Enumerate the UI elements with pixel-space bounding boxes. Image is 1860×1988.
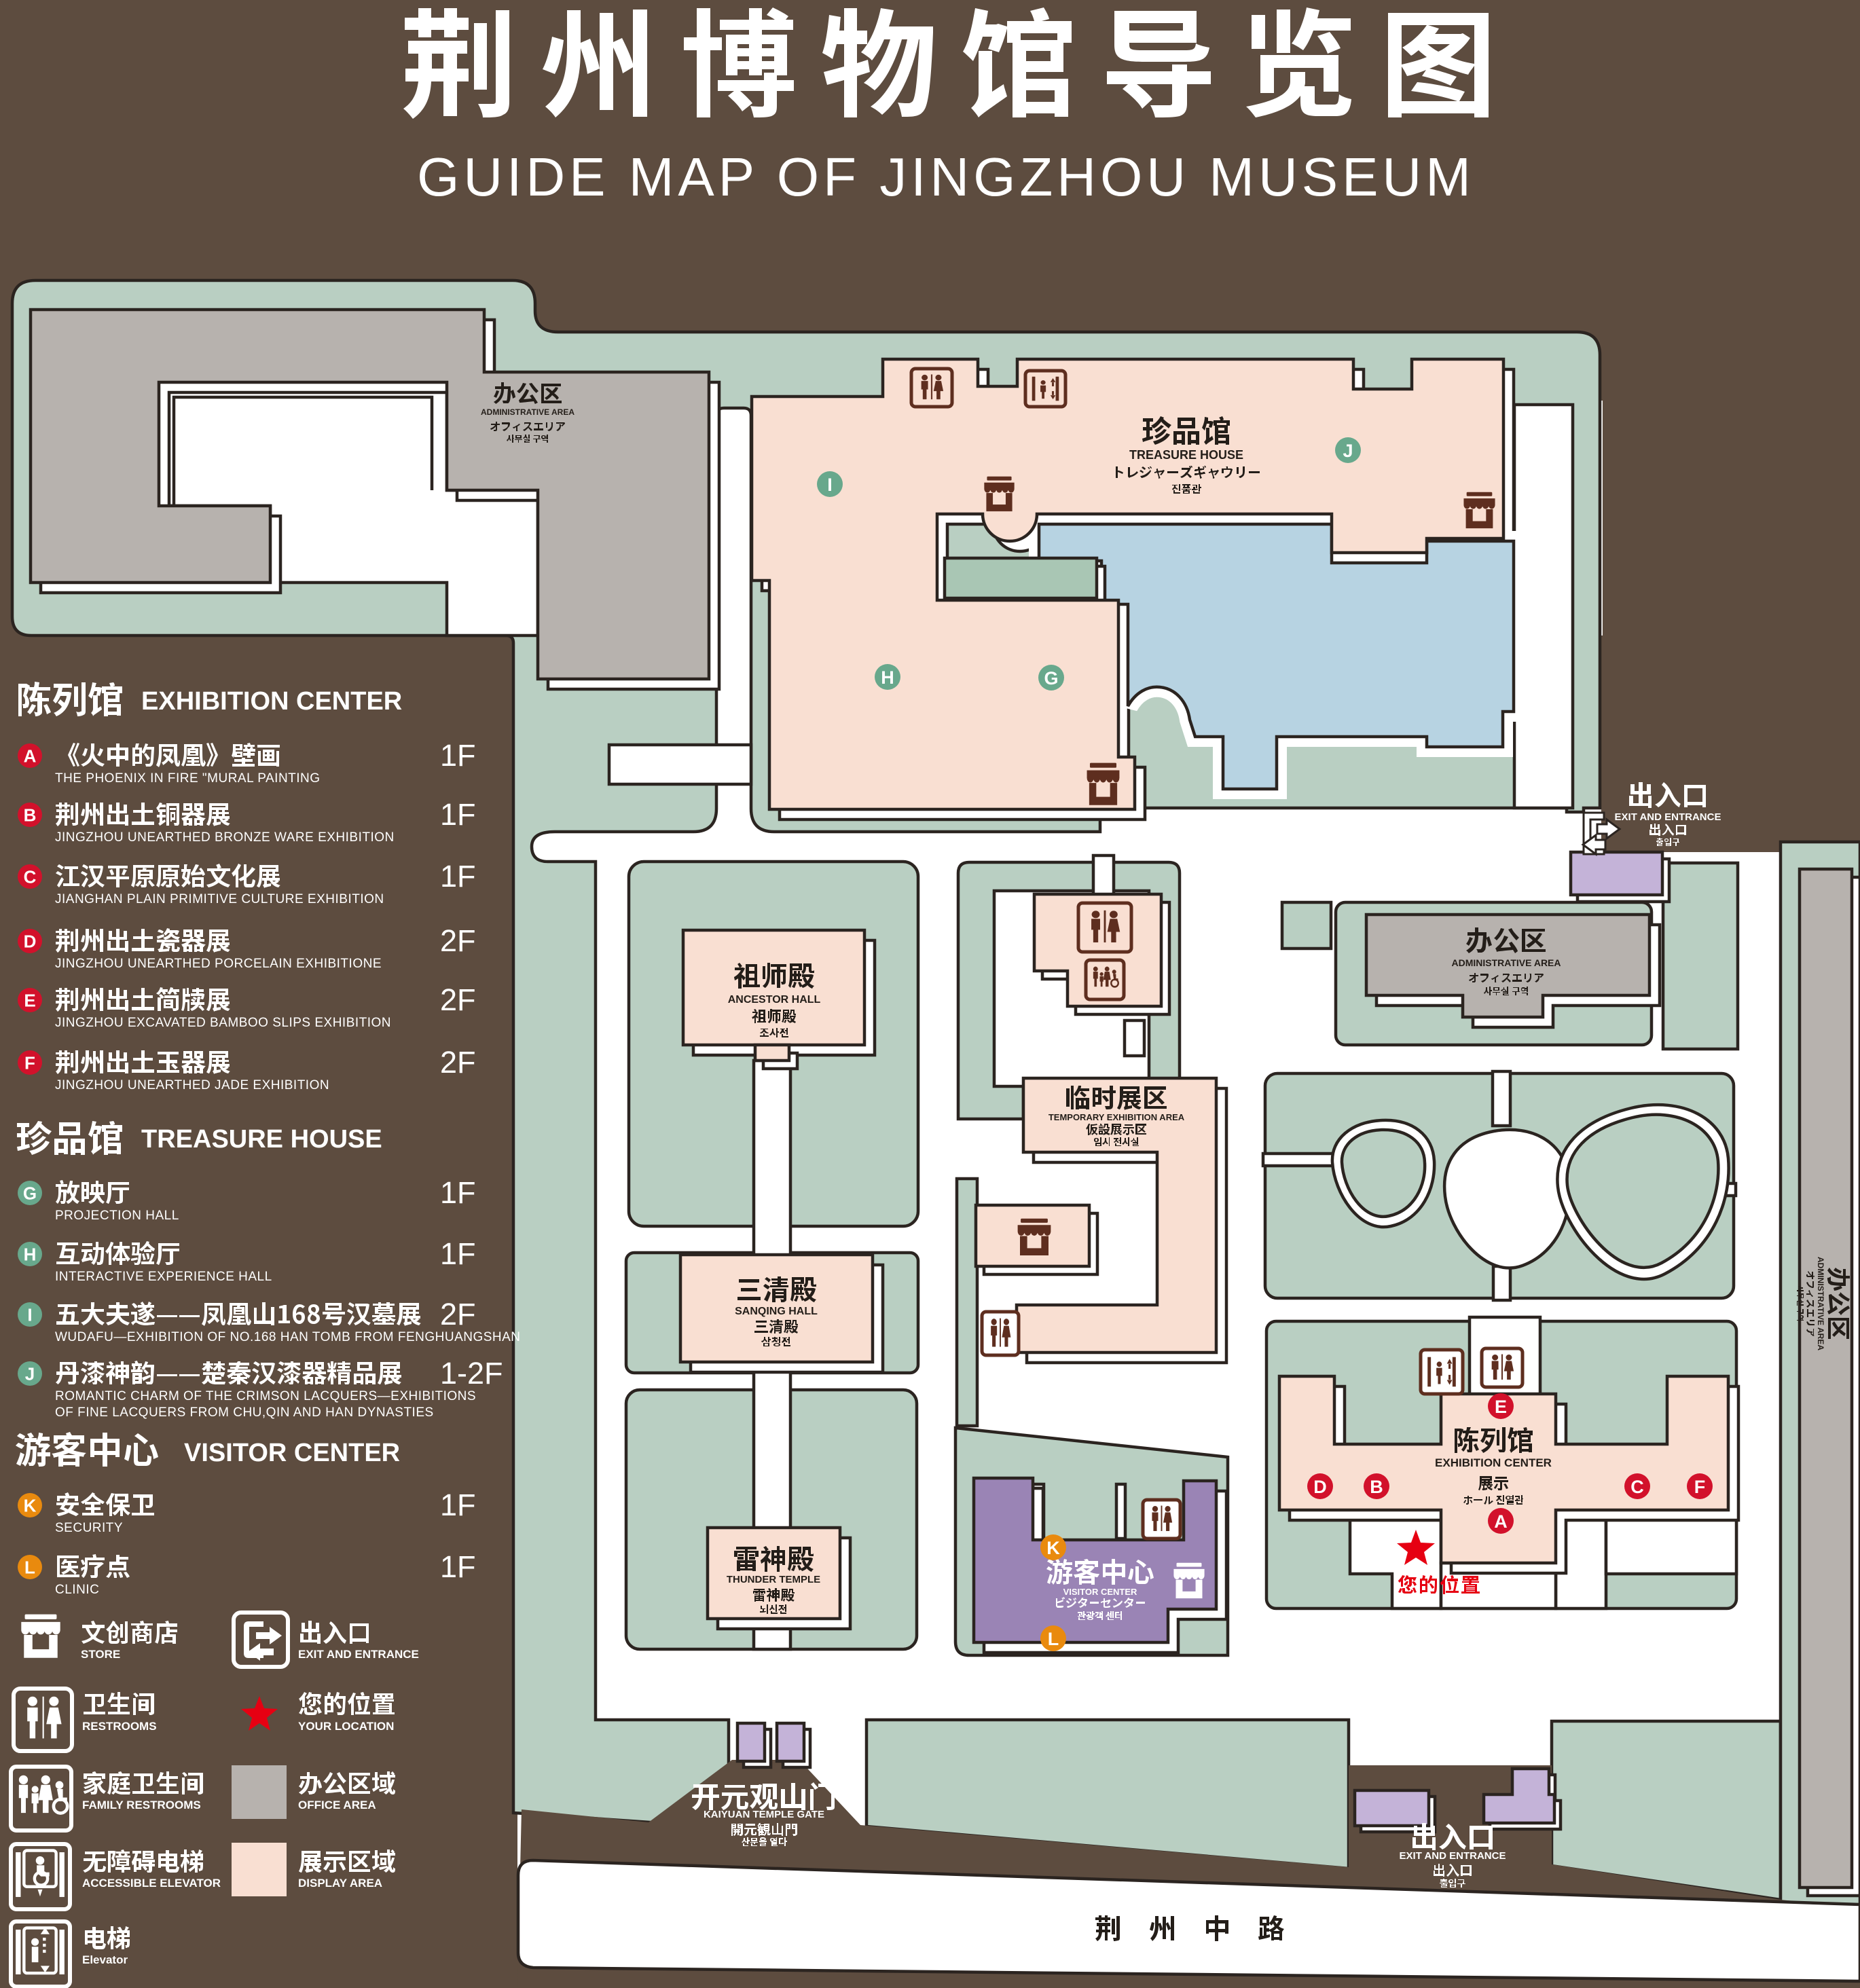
svg-text:ADMINISTRATIVE AREA: ADMINISTRATIVE AREA <box>1816 1257 1825 1350</box>
svg-text:CLINIC: CLINIC <box>55 1583 99 1597</box>
svg-text:H: H <box>24 1244 37 1264</box>
svg-text:SECURITY: SECURITY <box>55 1521 123 1535</box>
svg-text:KAIYUAN TEMPLE GATE: KAIYUAN TEMPLE GATE <box>704 1809 824 1820</box>
svg-text:YOUR LOCATION: YOUR LOCATION <box>298 1720 394 1733</box>
svg-text:PROJECTION HALL: PROJECTION HALL <box>55 1209 179 1223</box>
svg-text:C: C <box>1630 1477 1644 1497</box>
svg-text:1F: 1F <box>440 1236 476 1271</box>
svg-text:ADMINISTRATIVE AREA: ADMINISTRATIVE AREA <box>1452 957 1561 968</box>
svg-text:ACCESSIBLE ELEVATOR: ACCESSIBLE ELEVATOR <box>82 1877 221 1890</box>
svg-text:STORE: STORE <box>81 1648 120 1661</box>
svg-text:EXIT AND ENTRANCE: EXIT AND ENTRANCE <box>298 1648 419 1661</box>
svg-text:K: K <box>1046 1538 1060 1558</box>
svg-text:B: B <box>1370 1477 1383 1497</box>
svg-text:2F: 2F <box>440 923 476 958</box>
svg-text:VISITOR CENTER: VISITOR CENTER <box>1063 1587 1137 1597</box>
svg-text:OFFICE AREA: OFFICE AREA <box>298 1799 376 1811</box>
svg-text:2F: 2F <box>440 982 476 1017</box>
svg-text:2F: 2F <box>440 1045 476 1080</box>
svg-text:SANQING HALL: SANQING HALL <box>735 1306 818 1317</box>
svg-text:F: F <box>1694 1477 1706 1497</box>
svg-text:G: G <box>1044 668 1058 688</box>
svg-text:GUIDE MAP OF JINGZHOU MUSEUM: GUIDE MAP OF JINGZHOU MUSEUM <box>417 147 1475 207</box>
svg-text:Elevator: Elevator <box>82 1953 128 1966</box>
svg-text:TREASURE HOUSE: TREASURE HOUSE <box>1129 448 1243 462</box>
svg-text:1F: 1F <box>440 797 476 832</box>
svg-text:1F: 1F <box>440 1175 476 1210</box>
svg-text:1F: 1F <box>440 859 476 894</box>
svg-text:K: K <box>24 1495 37 1515</box>
svg-text:EXHIBITION CENTER: EXHIBITION CENTER <box>1435 1456 1552 1469</box>
svg-text:TEMPORARY EXHIBITION AREA: TEMPORARY EXHIBITION AREA <box>1048 1112 1185 1122</box>
svg-text:G: G <box>23 1183 37 1203</box>
svg-text:F: F <box>24 1052 35 1073</box>
svg-text:THE PHOENIX IN FIRE "MURAL PAI: THE PHOENIX IN FIRE "MURAL PAINTING <box>55 771 321 786</box>
svg-text:ANCESTOR HALL: ANCESTOR HALL <box>728 994 821 1006</box>
svg-text:INTERACTIVE EXPERIENCE HALL: INTERACTIVE EXPERIENCE HALL <box>55 1270 272 1284</box>
svg-text:EXHIBITION CENTER: EXHIBITION CENTER <box>141 687 402 716</box>
svg-text:VISITOR CENTER: VISITOR CENTER <box>184 1439 400 1467</box>
svg-text:L: L <box>1048 1629 1059 1649</box>
svg-text:ROMANTIC CHARM OF THE CRIMSON: ROMANTIC CHARM OF THE CRIMSON LACQUERS—E… <box>55 1389 476 1403</box>
svg-text:JIANGHAN PLAIN PRIMITIVE CULTU: JIANGHAN PLAIN PRIMITIVE CULTURE EXHIBIT… <box>55 892 384 906</box>
svg-text:WUDAFU—EXHIBITION OF NO.168 HA: WUDAFU—EXHIBITION OF NO.168 HAN TOMB FRO… <box>55 1330 521 1344</box>
svg-text:1F: 1F <box>440 1488 476 1522</box>
svg-text:C: C <box>24 866 37 887</box>
svg-text:H: H <box>881 667 894 688</box>
svg-text:J: J <box>25 1363 35 1384</box>
svg-text:D: D <box>24 931 37 951</box>
svg-text:OF FINE LACQUERS FROM CHU,QIN: OF FINE LACQUERS FROM CHU,QIN AND HAN DY… <box>55 1405 434 1420</box>
svg-text:1F: 1F <box>440 1549 476 1584</box>
svg-text:JINGZHOU UNEARTHED PORCELAIN E: JINGZHOU UNEARTHED PORCELAIN EXHIBITIONE <box>55 957 382 971</box>
svg-text:L: L <box>24 1557 35 1577</box>
svg-text:A: A <box>24 746 37 766</box>
svg-text:THUNDER TEMPLE: THUNDER TEMPLE <box>727 1574 820 1585</box>
svg-text:EXIT AND ENTRANCE: EXIT AND ENTRANCE <box>1615 811 1721 823</box>
svg-text:JINGZHOU EXCAVATED BAMBOO SLIP: JINGZHOU EXCAVATED BAMBOO SLIPS EXHIBITI… <box>55 1016 391 1030</box>
svg-text:JINGZHOU UNEARTHED JADE EXHIBI: JINGZHOU UNEARTHED JADE EXHIBITION <box>55 1078 329 1092</box>
svg-text:E: E <box>24 990 35 1010</box>
svg-text:J: J <box>1343 441 1353 461</box>
svg-text:1F: 1F <box>440 738 476 773</box>
svg-text:1-2F: 1-2F <box>440 1356 503 1391</box>
svg-text:I: I <box>827 475 833 495</box>
svg-text:TREASURE HOUSE: TREASURE HOUSE <box>141 1125 382 1154</box>
svg-text:JINGZHOU UNEARTHED BRONZE WARE: JINGZHOU UNEARTHED BRONZE WARE EXHIBITIO… <box>55 830 395 845</box>
svg-text:FAMILY RESTROOMS: FAMILY RESTROOMS <box>82 1799 201 1811</box>
svg-text:I: I <box>27 1304 32 1325</box>
svg-text:D: D <box>1313 1477 1327 1497</box>
svg-text:A: A <box>1494 1511 1508 1532</box>
svg-text:E: E <box>1495 1397 1507 1417</box>
svg-text:RESTROOMS: RESTROOMS <box>82 1720 157 1733</box>
svg-text:B: B <box>24 805 37 825</box>
svg-text:EXIT AND ENTRANCE: EXIT AND ENTRANCE <box>1400 1850 1506 1862</box>
svg-text:DISPLAY AREA: DISPLAY AREA <box>298 1877 382 1890</box>
svg-text:ADMINISTRATIVE AREA: ADMINISTRATIVE AREA <box>481 407 575 417</box>
svg-text:2F: 2F <box>440 1297 476 1331</box>
